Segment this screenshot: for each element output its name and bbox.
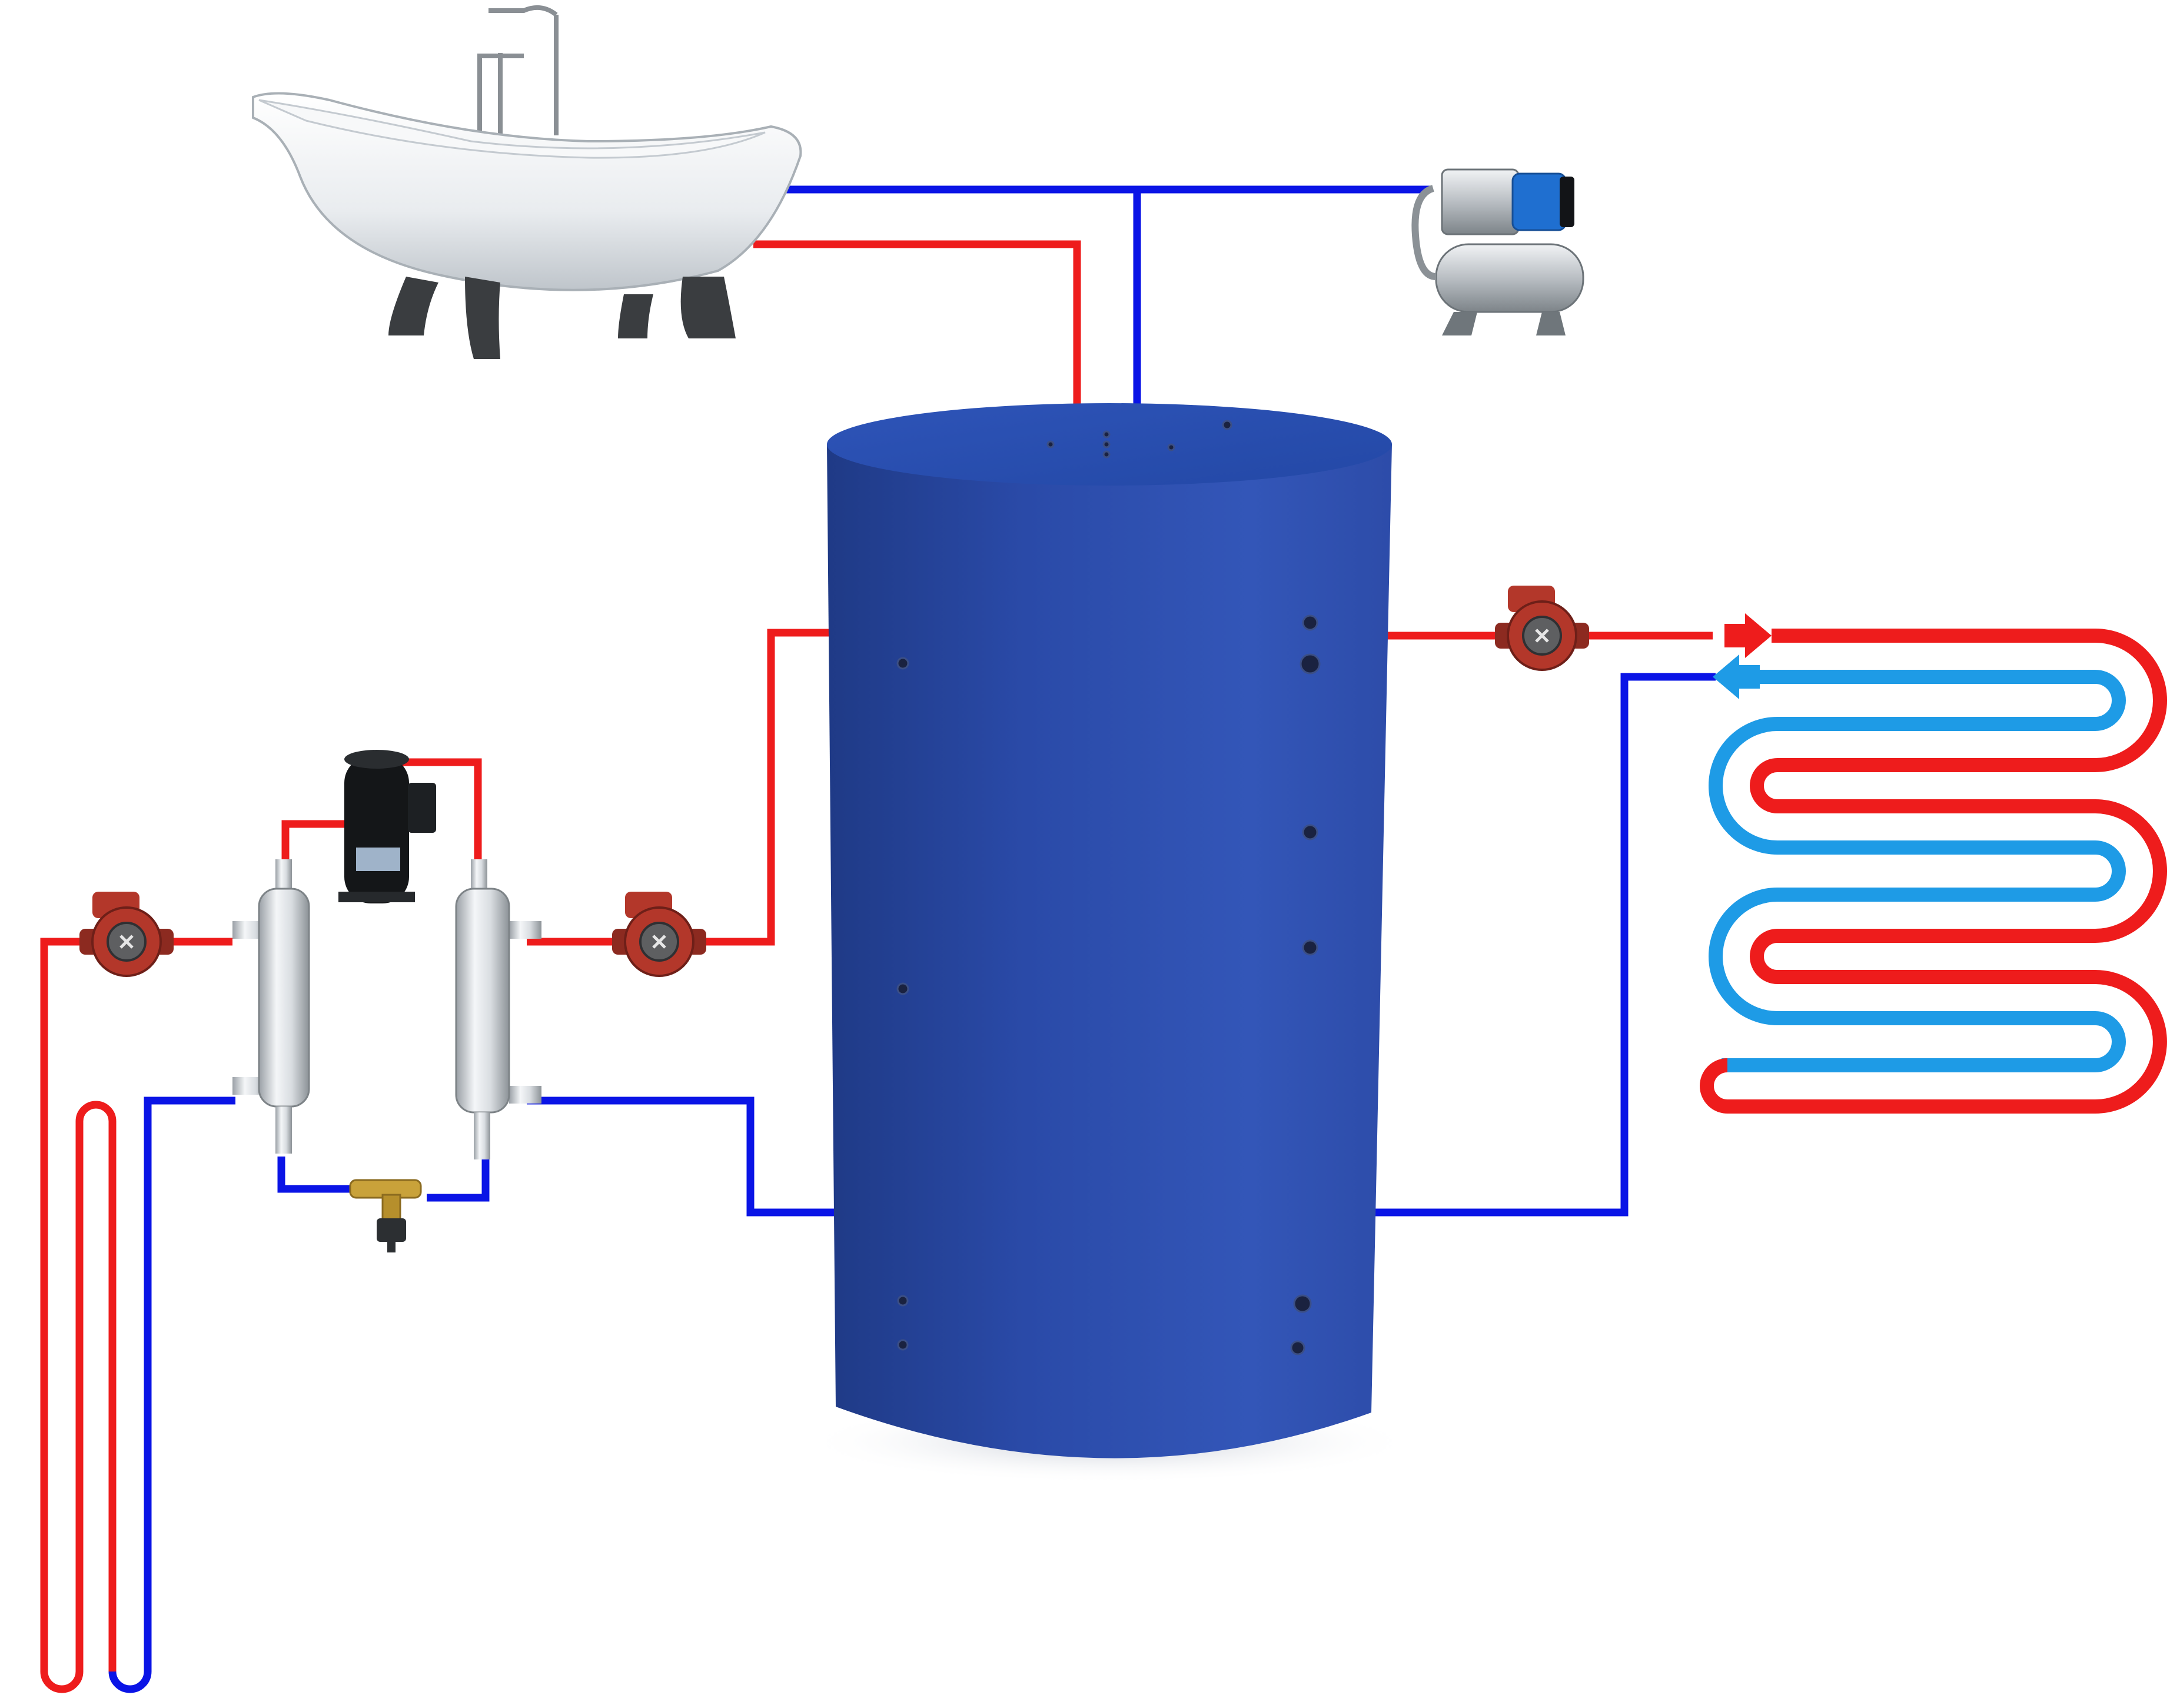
floor-loop-supply [1700,629,2167,1114]
bath-faucet [477,5,559,147]
compressor-terminal-box [408,783,436,833]
pump-motor-housing [1441,168,1520,235]
hot-water-pipe-bath [753,240,1081,465]
floor-heating-return-pipe [1371,673,1716,1217]
heat-exchanger-icon [455,859,541,1159]
compressor-top [344,750,409,769]
pump-hose [1411,185,1437,280]
tank-to-condenser-cold-pipe [527,1096,862,1217]
pump-logo-icon [119,935,134,949]
bathtub-feet [388,277,736,359]
pump-motor [1511,172,1567,231]
compressor-label [356,848,400,871]
circulation-pump-icon [612,892,706,977]
tank-body [827,444,1392,1458]
bathtub-body [252,92,802,291]
compressor-icon [338,750,436,903]
evaporator-to-compressor-line [281,820,360,859]
condenser-to-valve-line [427,1159,490,1202]
pump-fan-cover [1560,177,1574,227]
tank-ports [896,420,1321,1355]
pump-stand [1442,312,1566,335]
valve-to-evaporator-line [277,1157,353,1193]
expansion-valve-icon [349,1179,422,1252]
condenser-to-tank-hot-pipe [656,629,862,946]
flow-arrow-return-icon [1713,654,1760,699]
circulation-pump-icon [1495,586,1589,671]
bathtub-icon [252,5,802,359]
circulation-pump-icon [79,892,174,977]
floor-loop-return [1709,670,2126,1072]
pressure-tank [1435,243,1584,313]
floor-heating-loop-icon [1700,613,2167,1114]
flow-arrow-supply-icon [1724,613,1772,658]
bathtub-rim [258,99,766,159]
compressor-shell [344,756,409,903]
storage-tank-icon [803,403,1415,1483]
compressor-base [338,892,415,902]
water-pressure-pump-icon [1411,168,1584,335]
pump-logo-icon [1535,629,1549,643]
heat-exchanger-icon [232,859,310,1154]
compressor-to-condenser-line [400,758,482,862]
ground-loop-pump-pipe [40,938,117,1693]
pump-logo-icon [652,935,666,949]
ground-loop-return-pipe [108,1096,235,1693]
